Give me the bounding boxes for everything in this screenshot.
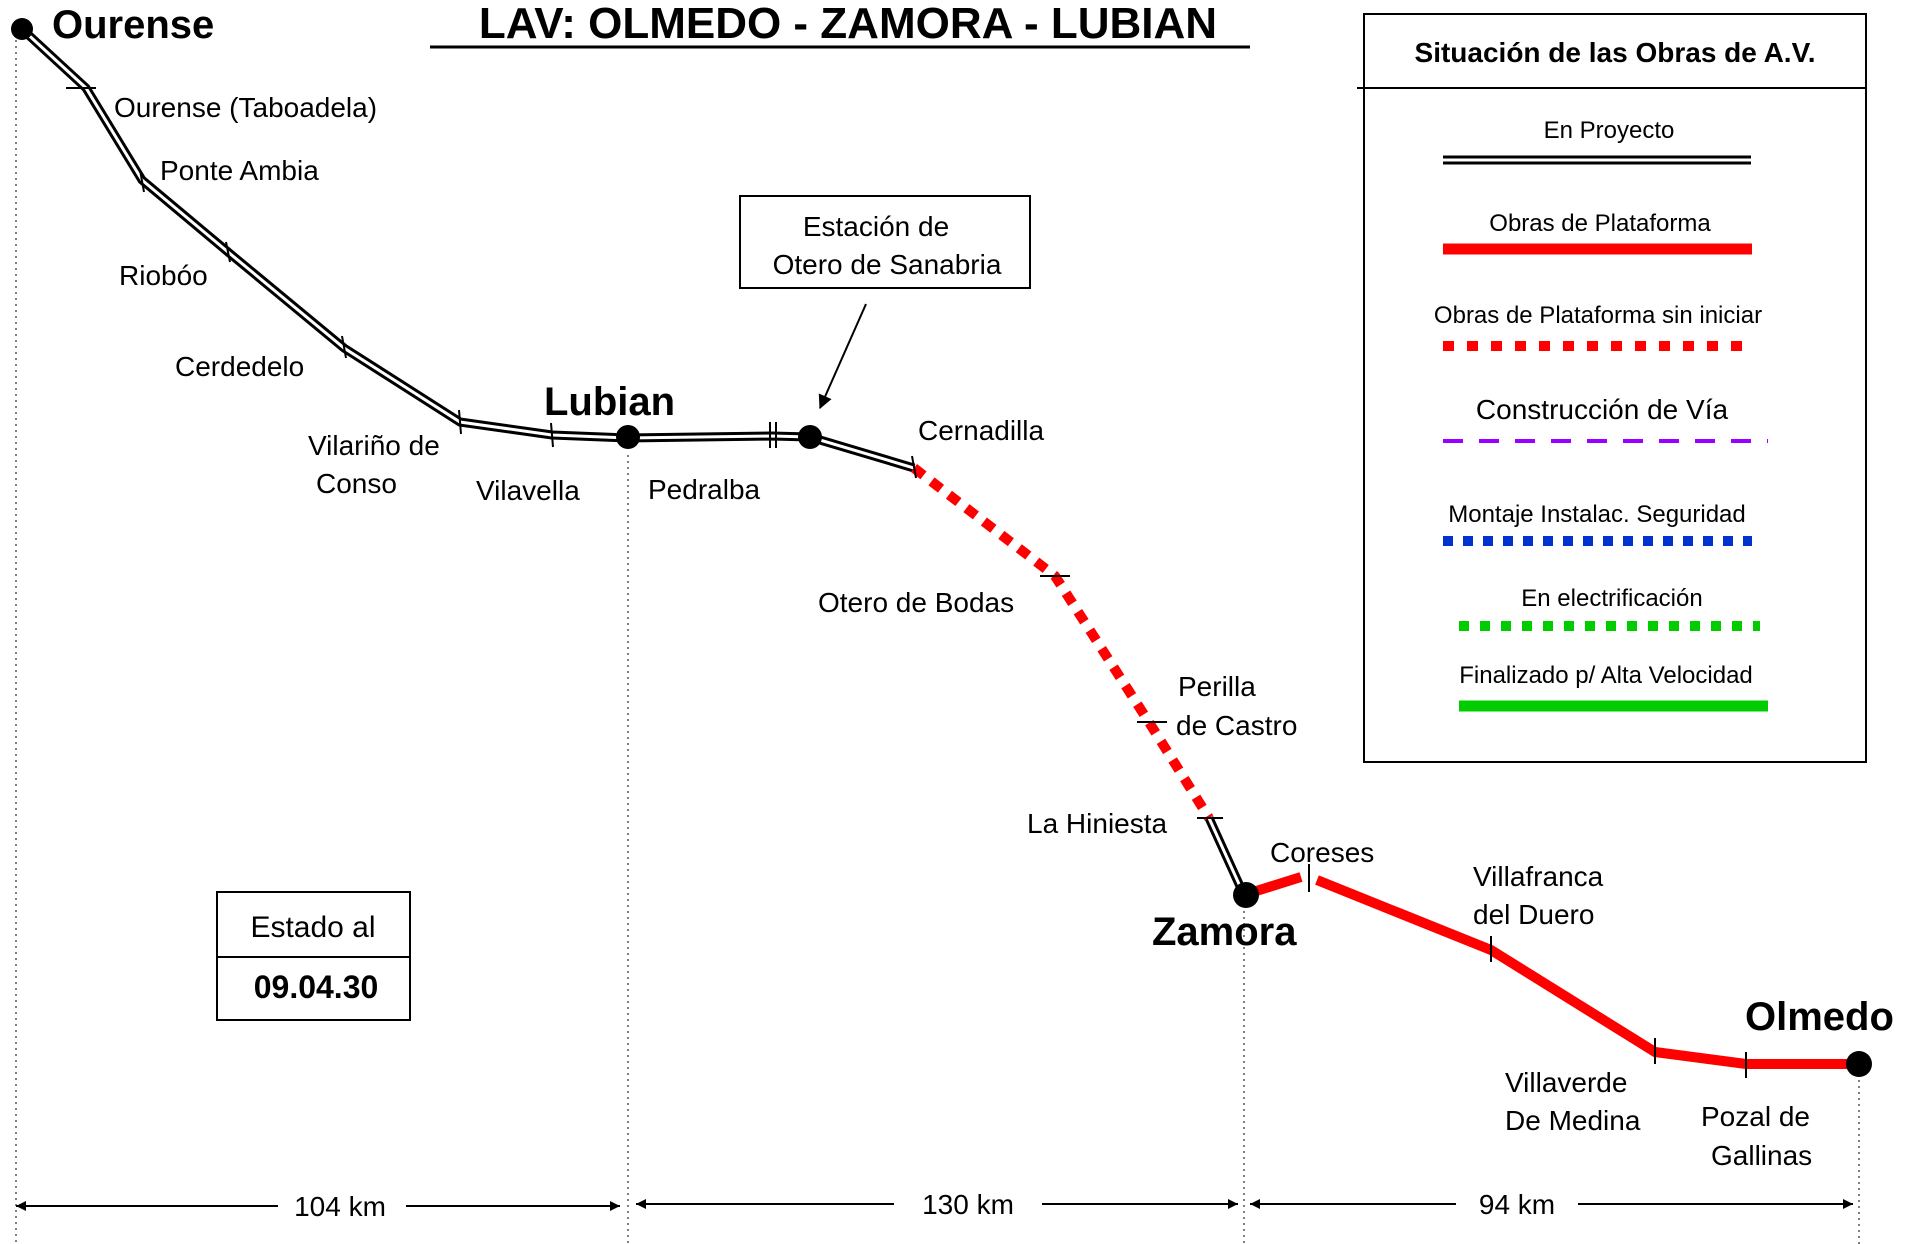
dimension-ourense-lubian: 104 km <box>16 1191 620 1222</box>
station-label-villaverde-1: Villaverde <box>1505 1067 1627 1098</box>
station-ticks <box>66 87 1747 1078</box>
station-label-villaverde-2: De Medina <box>1505 1105 1641 1136</box>
station-label-vilavella: Vilavella <box>476 475 580 506</box>
city-dot-ourense <box>11 18 33 40</box>
callout-arrow <box>818 303 867 410</box>
legend-label-electrificacion: En electrificación <box>1521 585 1702 612</box>
legend-label-en-proyecto: En Proyecto <box>1544 117 1675 144</box>
station-label-ponte-ambia: Ponte Ambia <box>160 155 319 186</box>
distance-lubian-zamora: 130 km <box>922 1189 1014 1220</box>
track-plataforma-sin-iniciar <box>910 464 1214 821</box>
station-label-la-hiniesta: La Hiniesta <box>1027 808 1168 839</box>
station-label-perilla-2: de Castro <box>1176 710 1297 741</box>
legend-label-construccion-via: Construcción de Vía <box>1476 394 1729 425</box>
station-label-villafranca-2: del Duero <box>1473 899 1594 930</box>
legend-label-montaje-seguridad: Montaje Instalac. Seguridad <box>1448 501 1746 528</box>
city-dot-olmedo <box>1846 1051 1872 1077</box>
legend-label-finalizado: Finalizado p/ Alta Velocidad <box>1459 662 1753 689</box>
distance-zamora-olmedo: 94 km <box>1479 1189 1555 1220</box>
station-label-coreses: Coreses <box>1270 837 1374 868</box>
city-dot-lubian <box>616 425 640 449</box>
station-label-rioboo: Riobóo <box>119 260 208 291</box>
callout-line-2: Otero de Sanabria <box>773 249 1002 280</box>
station-label-vilarino-1: Vilariño de <box>308 430 440 461</box>
status-date: 09.04.30 <box>254 969 379 1005</box>
page-title: LAV: OLMEDO - ZAMORA - LUBIAN <box>479 0 1217 48</box>
city-label-olmedo: Olmedo <box>1745 995 1894 1039</box>
station-label-perilla-1: Perilla <box>1178 671 1256 702</box>
station-label-pozal-2: Gallinas <box>1711 1140 1812 1171</box>
station-dot-otero-sanabria <box>798 425 822 449</box>
station-label-cernadilla: Cernadilla <box>918 415 1044 446</box>
dimension-zamora-olmedo: 94 km <box>1250 1189 1853 1220</box>
legend-title: Situación de las Obras de A.V. <box>1415 37 1816 68</box>
distance-ourense-lubian: 104 km <box>294 1191 386 1222</box>
city-label-lubian: Lubian <box>544 380 675 424</box>
status-box: Estado al 09.04.30 <box>216 891 411 1021</box>
station-label-taboadela: Ourense (Taboadela) <box>114 92 377 123</box>
dimension-lubian-zamora: 130 km <box>636 1189 1238 1220</box>
city-dot-zamora <box>1233 882 1259 908</box>
status-label: Estado al <box>250 911 375 944</box>
legend-label-plataforma-sin-iniciar: Obras de Plataforma sin iniciar <box>1434 302 1762 329</box>
city-label-ourense: Ourense <box>52 3 214 47</box>
station-label-pozal-1: Pozal de <box>1701 1101 1810 1132</box>
callout-box <box>739 195 1031 289</box>
city-label-zamora: Zamora <box>1152 910 1297 954</box>
station-label-pedralba: Pedralba <box>648 474 761 505</box>
legend: Situación de las Obras de A.V. En Proyec… <box>1357 13 1867 763</box>
legend-label-obras-plataforma: Obras de Plataforma <box>1489 210 1711 237</box>
station-label-otero-bodas: Otero de Bodas <box>818 587 1014 618</box>
station-label-cerdedelo: Cerdedelo <box>175 351 304 382</box>
station-label-villafranca-1: Villafranca <box>1473 861 1604 892</box>
callout-line-1: Estación de <box>803 211 949 242</box>
station-label-vilarino-2: Conso <box>316 468 397 499</box>
